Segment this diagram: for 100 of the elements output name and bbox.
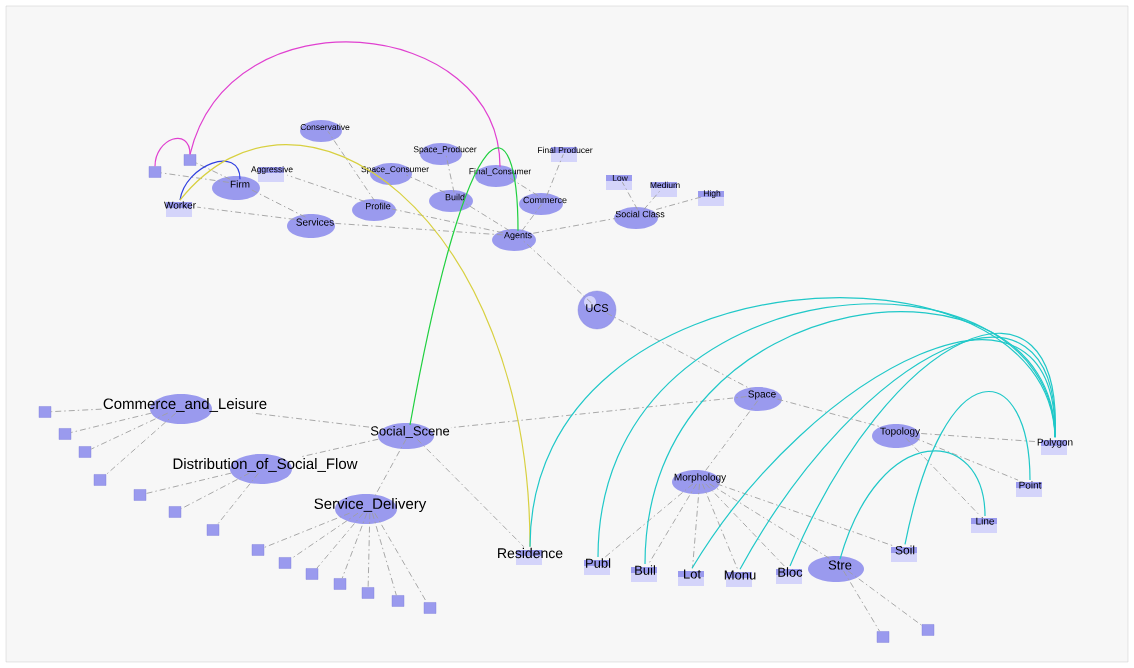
graph-node: Low [606, 175, 632, 190]
connector-line [341, 512, 368, 579]
arc-connector [529, 297, 1056, 548]
arc-connector [789, 333, 1056, 567]
graph-node: Point [1016, 481, 1042, 497]
graph-node: Buil [631, 565, 657, 582]
connector-line [705, 483, 785, 567]
connector-line [507, 176, 539, 197]
cube-node [93, 474, 107, 486]
connector-line [461, 201, 510, 232]
connector-line [606, 312, 752, 390]
connector-line [776, 398, 880, 427]
graph-node: Firm [212, 176, 260, 200]
graph-node: Medium [650, 181, 680, 197]
node-label: Point [1019, 481, 1042, 489]
arc-connector [154, 137, 191, 167]
connector-line [263, 512, 351, 548]
cube-node [333, 578, 347, 590]
connector-line [371, 512, 397, 596]
arc-connector [644, 311, 1056, 565]
connector-line [196, 206, 296, 220]
connector-line [374, 512, 428, 603]
node-label: Aggressive [251, 166, 293, 174]
connector-line [160, 172, 230, 183]
graph-node: Stre [808, 556, 864, 582]
connector-line [195, 162, 231, 180]
connector-line [701, 483, 739, 570]
connector-line [286, 174, 366, 202]
cube-node [148, 166, 162, 178]
graph-node: Build [429, 190, 473, 212]
graph-node: Service_Delivery [314, 494, 427, 524]
cube-node [183, 154, 197, 166]
graph-node: Space [734, 387, 782, 411]
connector-line [105, 412, 177, 475]
cube-node [278, 557, 292, 569]
cube-node [168, 506, 182, 518]
graph-node: Soil [891, 545, 917, 562]
connector-line [843, 570, 881, 632]
node-label: Residence [498, 547, 563, 559]
graph-node: Monu [724, 570, 756, 587]
cube-node [206, 524, 220, 536]
cube-node [391, 595, 405, 607]
connector-line [692, 483, 700, 569]
connector-line [334, 222, 504, 236]
connector-line [604, 483, 694, 558]
graph-node: Conservative [300, 120, 350, 142]
connector-line [905, 437, 981, 517]
connector-line [416, 438, 525, 548]
graph-node: Lot [678, 569, 704, 586]
connector-line [655, 196, 703, 210]
cube-node [251, 544, 265, 556]
graph-node: Commerce_and_Leisure [103, 394, 267, 424]
cube-node [133, 489, 147, 501]
connector-line [145, 472, 232, 494]
graph-node: Final Producer [538, 146, 593, 162]
cube-node [58, 428, 72, 440]
connector-line [70, 412, 152, 433]
connector-line [920, 433, 1037, 443]
connector-line [300, 438, 379, 458]
graph-node: High [698, 190, 724, 206]
arc-connector [409, 147, 519, 426]
connector-line [405, 174, 446, 193]
node-label: Worker [164, 201, 196, 209]
node-label: Low [612, 175, 628, 181]
graph-node: Services [287, 214, 335, 238]
cube-node [876, 631, 890, 643]
node-label: Line [976, 517, 995, 525]
node-label: Final Producer [538, 146, 593, 154]
graph-node: Space_Producer [413, 143, 477, 165]
connector-line [217, 472, 259, 525]
cube-node [423, 602, 437, 614]
connector-line [367, 512, 371, 588]
graph-node: UCS [577, 290, 617, 330]
node-label: Polygon [1037, 438, 1073, 448]
connector-line [643, 188, 662, 210]
graph-node: Profile [352, 199, 396, 221]
cube-node [921, 624, 935, 636]
connector-line [374, 438, 407, 498]
connector-line [709, 483, 832, 560]
arc-connector [597, 303, 1056, 558]
connector-line [90, 412, 169, 450]
connector-line [847, 570, 923, 626]
arc-connector [839, 450, 986, 560]
graph-node: Residence [498, 547, 563, 565]
graph-node: Topology [872, 424, 920, 448]
connector-line [532, 218, 616, 234]
connector-line [316, 512, 364, 569]
connector-line [648, 483, 697, 565]
node-label: High [703, 190, 721, 198]
graph-node: Bloc [776, 567, 803, 584]
connector-line [180, 472, 250, 510]
graph-node: Worker [164, 201, 196, 217]
cube-node [38, 406, 52, 418]
arc-connector [179, 160, 241, 201]
connector-line [50, 408, 103, 413]
cube-node [78, 446, 92, 458]
connector-line [450, 396, 748, 429]
graph-node: Distribution_of_Social_Flow [173, 454, 358, 484]
connector-line [249, 188, 306, 218]
cube-node [305, 568, 319, 580]
